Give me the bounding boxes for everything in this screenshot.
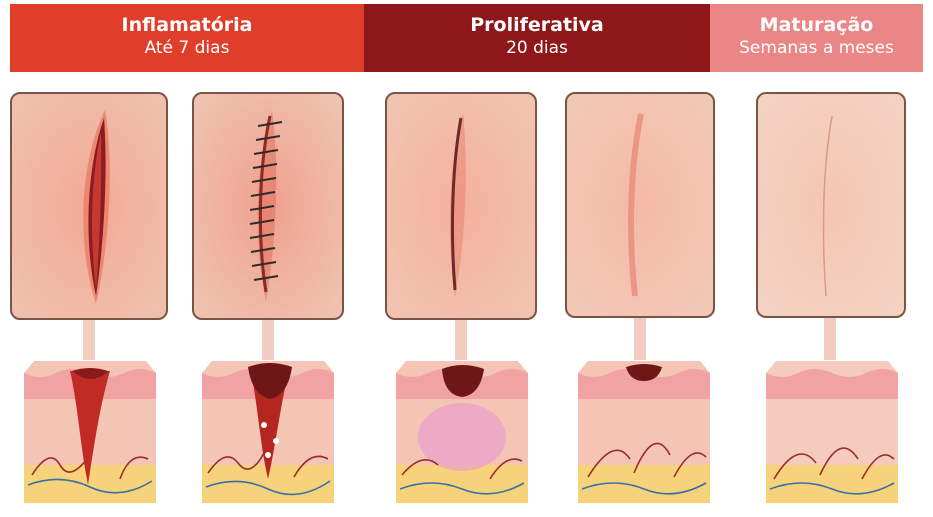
connector	[824, 318, 836, 360]
phase-duration: 20 dias	[364, 37, 710, 59]
connector	[83, 320, 95, 360]
phase-title: Inflamatória	[10, 13, 364, 37]
phase-title: Maturação	[710, 13, 923, 37]
cross-section-inflammatory-sutured	[198, 355, 338, 505]
phase-header-maturation: Maturação Semanas a meses	[710, 4, 923, 72]
cross-section-inflammatory	[20, 355, 160, 505]
cross-section-maturation	[762, 355, 902, 505]
connector	[455, 320, 467, 360]
cross-section-proliferative	[392, 355, 532, 505]
phase-duration: Até 7 dias	[10, 37, 364, 59]
connector	[634, 318, 646, 360]
phase-duration: Semanas a meses	[710, 37, 923, 59]
phase-header-proliferative: Proliferativa 20 dias	[364, 4, 710, 72]
skin-card-scab-wound	[385, 92, 537, 320]
skin-card-healing-scar	[565, 92, 715, 318]
skin-card-mature-scar	[756, 92, 906, 318]
cross-section-proliferative-late	[574, 355, 714, 505]
connector	[262, 320, 274, 360]
phase-header-inflammatory: Inflamatória Até 7 dias	[10, 4, 364, 72]
phase-title: Proliferativa	[364, 13, 710, 37]
skin-card-sutured-wound	[192, 92, 344, 320]
skin-card-open-wound	[10, 92, 168, 320]
